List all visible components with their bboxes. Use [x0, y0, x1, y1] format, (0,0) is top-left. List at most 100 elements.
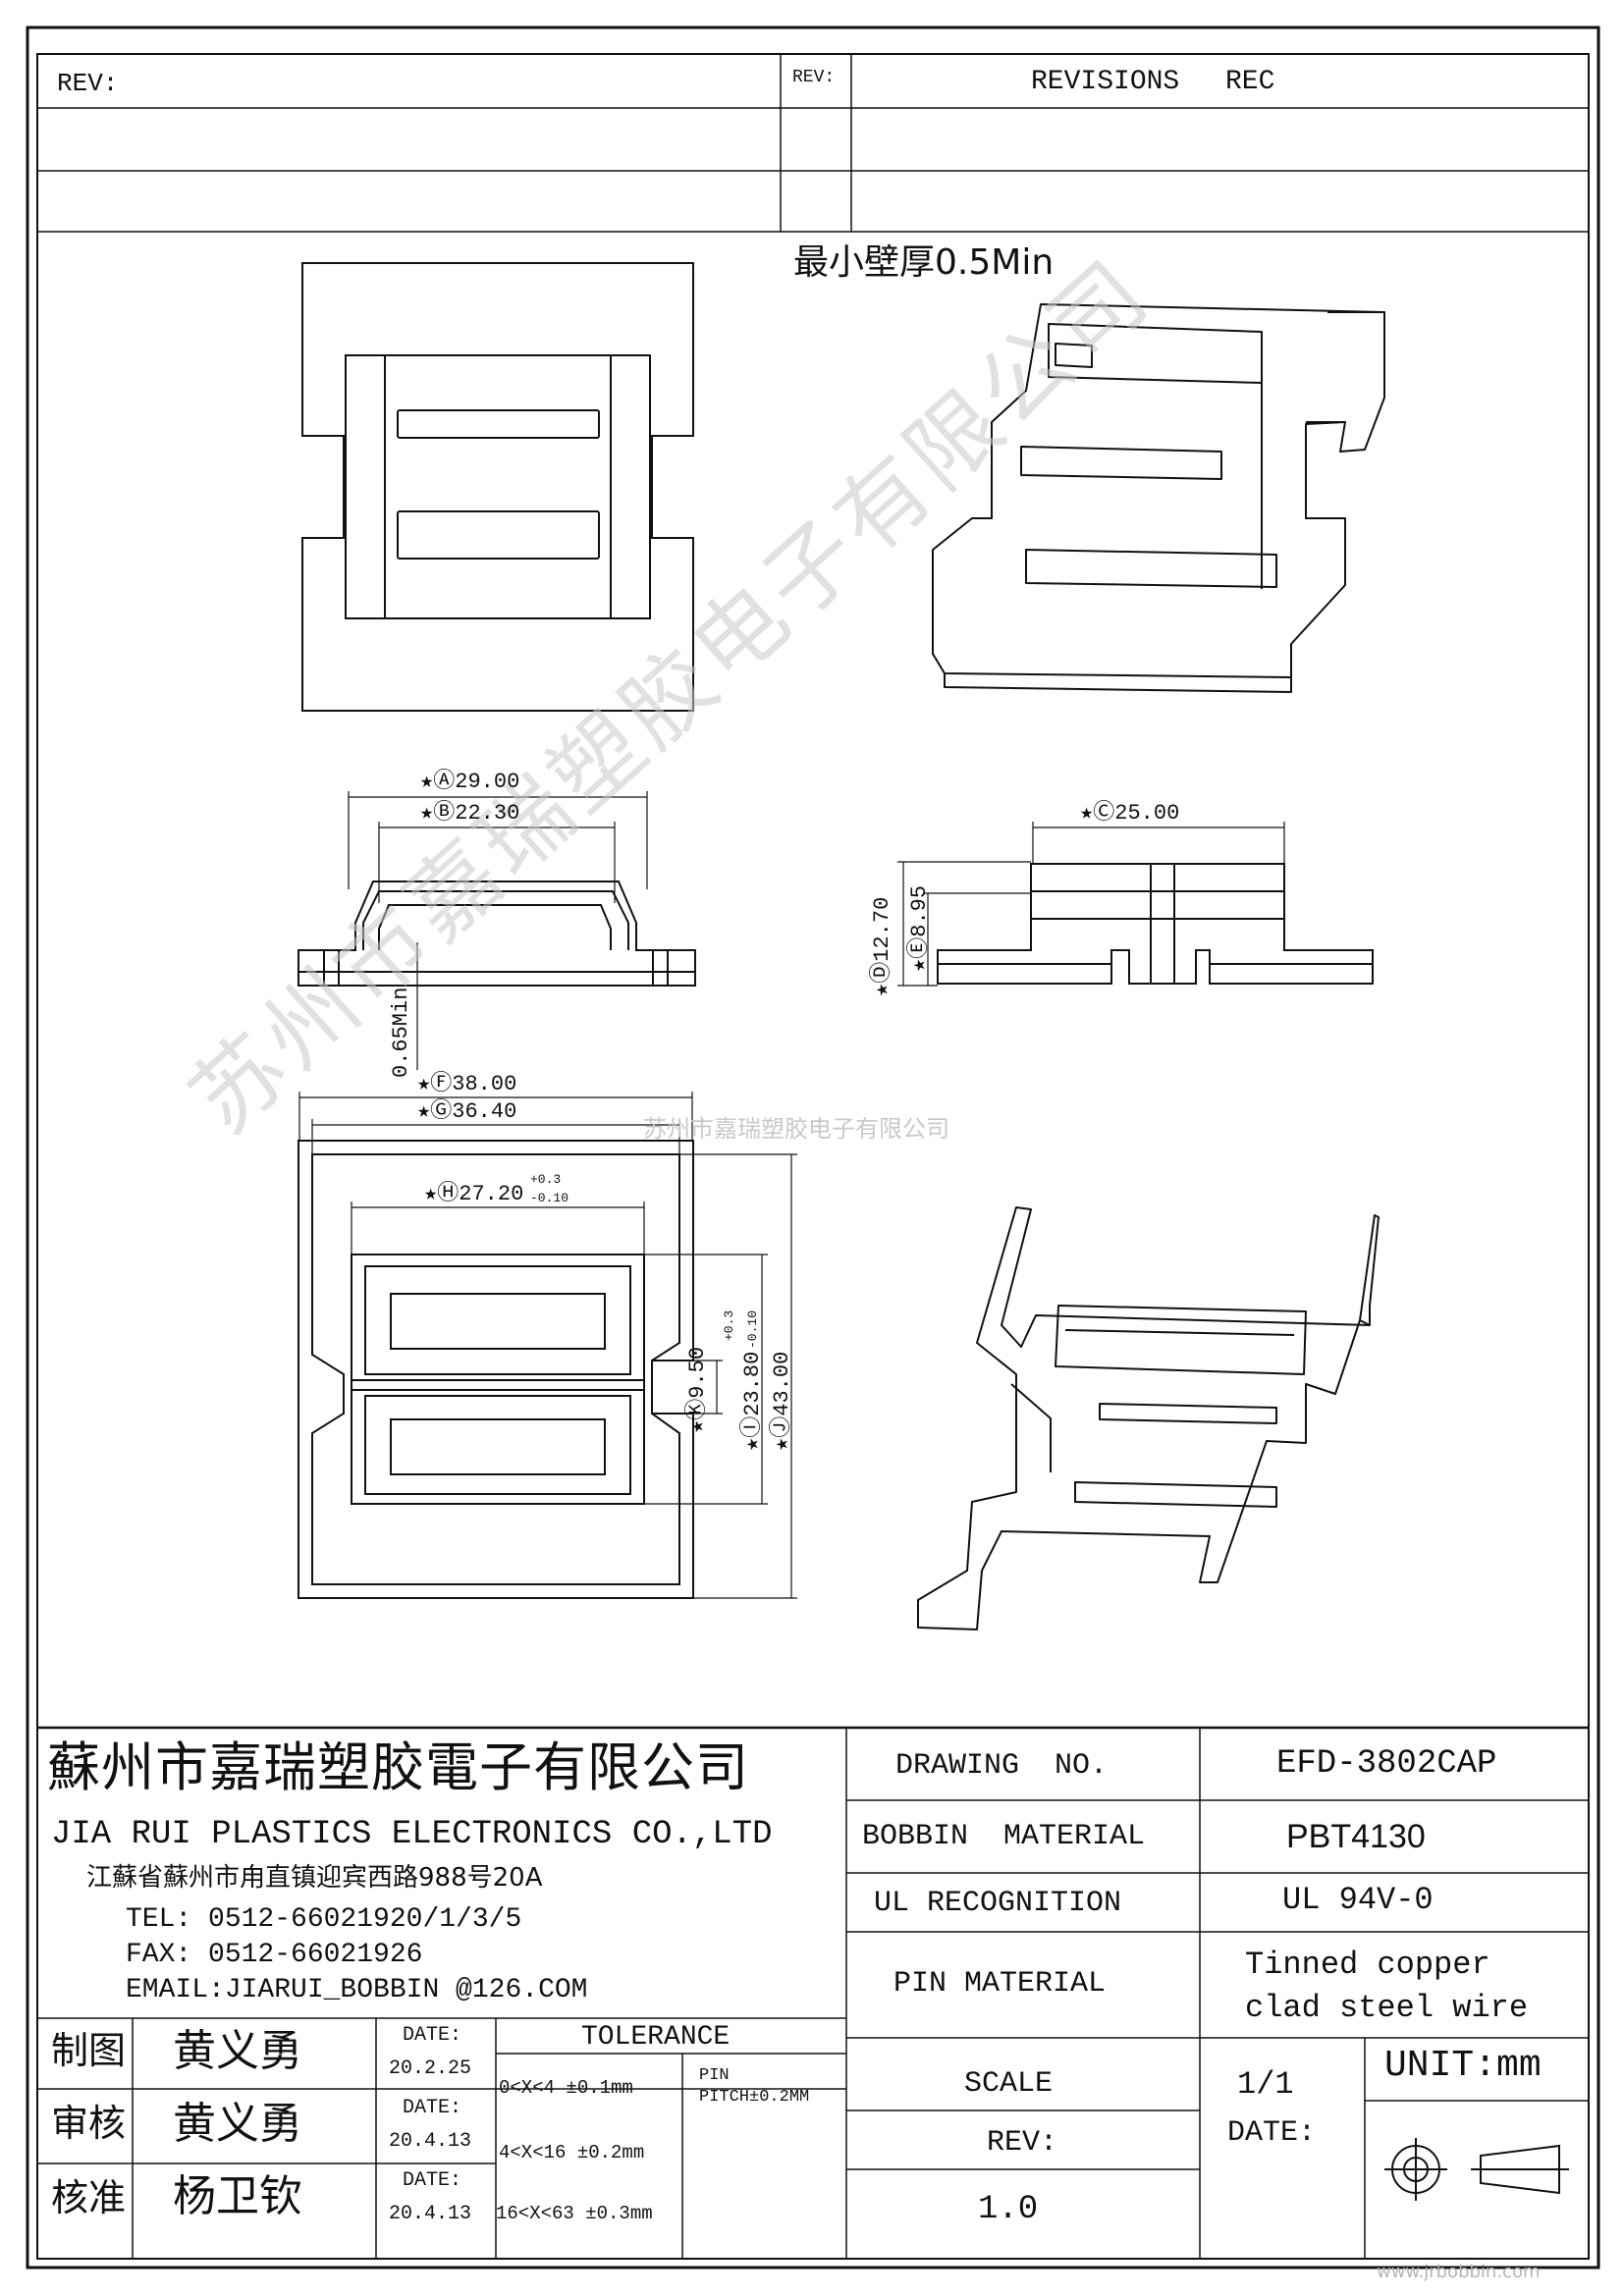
critical-star-icon: ★: [1080, 801, 1094, 826]
rev-label: REV:: [57, 69, 119, 98]
iso-view-bottom: [917, 1206, 1380, 1630]
rev-label-short: REV:: [792, 68, 836, 87]
dim-letter: Ⓒ: [1093, 801, 1115, 826]
dim-j-value: 43.00: [770, 1351, 794, 1416]
tolerance-row: 4<X<16 ±0.2mm: [499, 2142, 645, 2163]
company-fax: FAX: 0512-66021926: [126, 1940, 423, 1970]
critical-star-icon: ★: [417, 1099, 431, 1124]
revisions-label: REVISIONS: [1031, 67, 1180, 97]
revision-block: [37, 54, 1589, 233]
pin-material-value-line2: clad steel wire: [1245, 1990, 1529, 2026]
dim-letter: Ⓙ: [770, 1415, 794, 1438]
critical-star-icon: ★: [424, 1182, 438, 1206]
approval-date-drawn: 20.2.25: [389, 2057, 472, 2080]
critical-star-icon: ★: [907, 958, 932, 972]
dim-f-value: 38.00: [452, 1072, 517, 1096]
dim-h-value: 27.20: [459, 1182, 524, 1206]
approval-date-label-approved: DATE:: [403, 2169, 462, 2192]
approval-role-checked: 审核: [51, 2102, 127, 2145]
watermark-center: 苏州市嘉瑞塑胶电子有限公司: [643, 1115, 949, 1143]
dim-d-value: 12.70: [870, 896, 894, 962]
dim-k-label: ★Ⓚ9.50: [685, 1346, 710, 1433]
approval-date-checked: 20.4.13: [389, 2130, 472, 2153]
tolerance-title: TOLERANCE: [581, 2022, 731, 2053]
approval-date-approved: 20.4.13: [389, 2203, 472, 2225]
company-email: EMAIL:JIARUI_BOBBIN @126.COM: [126, 1975, 588, 2005]
approval-name-approved: 杨卫钦: [173, 2171, 302, 2221]
ul-recognition-label: UL RECOGNITION: [874, 1887, 1122, 1920]
dim-k-value: 9.50: [685, 1346, 710, 1399]
drawing-no-label: DRAWING NO.: [895, 1749, 1109, 1783]
company-tel: TEL: 0512-66021920/1/3/5: [126, 1904, 522, 1935]
dim-g-label: ★Ⓖ36.40: [417, 1101, 516, 1123]
critical-star-icon: ★: [420, 801, 434, 826]
dim-c-label: ★Ⓒ25.00: [1080, 803, 1179, 825]
side-view: [937, 863, 1374, 985]
company-address: 江蘇省蘇州市甪直镇迎宾西路988号20A: [86, 1863, 543, 1893]
dim-g-value: 36.40: [452, 1099, 517, 1124]
dim-a-label: ★Ⓐ29.00: [420, 772, 519, 793]
bottom-view: [298, 1140, 694, 1599]
rec-label: REC: [1225, 67, 1275, 97]
critical-star-icon: ★: [740, 1437, 765, 1451]
dim-e-value: 8.95: [907, 884, 932, 937]
dim-letter: Ⓔ: [907, 936, 932, 959]
approval-date-label-checked: DATE:: [403, 2097, 462, 2119]
drawing-no-value: EFD-3802CAP: [1276, 1745, 1497, 1783]
dim-letter: Ⓖ: [430, 1099, 453, 1124]
dim-e-label: ★Ⓔ8.95: [907, 884, 932, 972]
front-view: [298, 881, 696, 987]
rev-field-label: REV:: [987, 2126, 1058, 2160]
bobbin-material-value: PBT4130: [1286, 1818, 1426, 1855]
dim-letter: Ⓕ: [430, 1072, 453, 1096]
projection-symbol-icon: [1384, 2138, 1569, 2201]
dim-h-tol-upper: +0.3: [530, 1172, 562, 1187]
ul-recognition-value: UL 94V-0: [1282, 1882, 1434, 1918]
critical-star-icon: ★: [685, 1419, 710, 1433]
approval-role-drawn: 制图: [51, 2029, 127, 2072]
pin-material-label: PIN MATERIAL: [893, 1967, 1107, 2001]
approval-role-approved: 核准: [51, 2176, 127, 2219]
approval-name-checked: 黄义勇: [173, 2099, 302, 2149]
dim-letter: Ⓑ: [433, 801, 456, 826]
critical-star-icon: ★: [417, 1072, 431, 1096]
dimension-lines: [298, 791, 1285, 1599]
wall-min-label: 0.65Min: [389, 987, 413, 1078]
dim-h-label: ★Ⓗ27.20: [424, 1184, 523, 1205]
dim-f-label: ★Ⓕ38.00: [417, 1074, 516, 1095]
critical-star-icon: ★: [420, 770, 434, 794]
dim-h-tol-lower: -0.10: [530, 1191, 569, 1205]
dim-letter: Ⓘ: [740, 1415, 765, 1438]
tolerance-row: 0<X<4 ±0.1mm: [499, 2077, 633, 2099]
critical-star-icon: ★: [870, 983, 894, 996]
dim-letter: Ⓓ: [870, 961, 894, 984]
dim-i-tol-lower: -0.10: [745, 1309, 760, 1349]
pin-label: PIN: [699, 2066, 730, 2085]
dim-c-value: 25.00: [1114, 801, 1180, 826]
dim-i-label: ★Ⓘ23.80: [740, 1351, 765, 1451]
sheet-border: [26, 26, 1600, 2269]
dim-a-value: 29.00: [455, 770, 520, 794]
approval-date-label-drawn: DATE:: [403, 2024, 462, 2047]
bobbin-material-label: BOBBIN MATERIAL: [862, 1820, 1146, 1853]
iso-view-top: [932, 303, 1385, 693]
approval-name-drawn: 黄义勇: [173, 2026, 302, 2076]
critical-star-icon: ★: [770, 1437, 794, 1451]
company-name-cn: 蘇州市嘉瑞塑胶電子有限公司: [47, 1736, 749, 1798]
dim-j-label: ★Ⓙ43.00: [770, 1351, 794, 1451]
scale-label: SCALE: [964, 2067, 1054, 2101]
min-wall-note: 最小壁厚0.5Min: [793, 242, 1055, 283]
dim-letter: Ⓚ: [685, 1398, 710, 1420]
dim-d-label: ★Ⓓ12.70: [870, 896, 894, 996]
company-name-en: JIA RUI PLASTICS ELECTRONICS CO.,LTD: [51, 1816, 773, 1853]
scale-value: 1/1: [1237, 2066, 1294, 2103]
top-view: [301, 262, 694, 712]
dim-b-label: ★Ⓑ22.30: [420, 803, 519, 825]
title-block-grid: [37, 1726, 1589, 2259]
tolerance-row: 16<X<63 ±0.3mm: [496, 2203, 653, 2224]
dim-i-value: 23.80: [740, 1351, 765, 1416]
rev-field-value: 1.0: [978, 2191, 1039, 2228]
pin-pitch: PITCH±0.2MM: [699, 2088, 810, 2107]
dim-b-value: 22.30: [455, 801, 520, 826]
dim-letter: Ⓗ: [437, 1182, 460, 1206]
